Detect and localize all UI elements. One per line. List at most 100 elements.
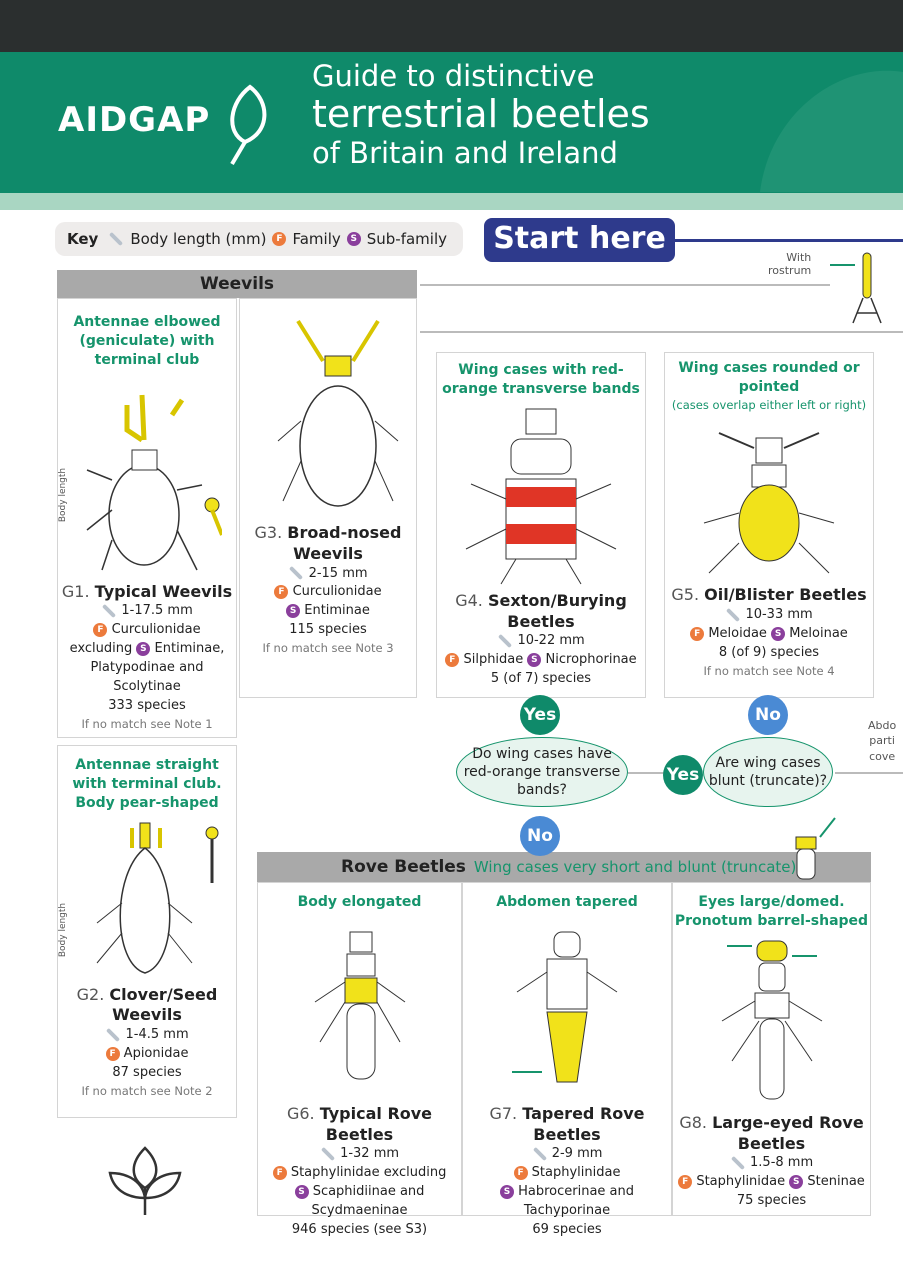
rostrum-illustration [830, 252, 882, 324]
g6-question: Body elongated [297, 894, 422, 910]
key-body-length: Body length (mm) [130, 230, 267, 248]
g1-question: Antennae elbowed (geniculate) with termi… [73, 314, 221, 368]
g4-name: Sexton/Burying Beetles [487, 590, 627, 631]
g1-family: Curculionidae [111, 622, 201, 638]
subfamily-badge-icon: S [286, 603, 301, 618]
no-to-rove[interactable]: No [520, 816, 560, 856]
g2-species: 87 species [112, 1064, 182, 1080]
side-cut-3: cove [869, 749, 896, 763]
g5-species: 8 (of 9) species [718, 644, 820, 660]
ruler-icon [498, 633, 513, 648]
key-subfamily: Sub-family [366, 230, 448, 248]
family-badge-icon: F [513, 1165, 528, 1180]
g3-name: Broad-nosed Weevils [287, 523, 402, 563]
yes-to-g4[interactable]: Yes [520, 695, 560, 735]
arrow-from-right [835, 772, 903, 774]
ruler-icon [106, 1027, 121, 1042]
g5-name: Oil/Blister Beetles [704, 585, 867, 605]
title-line-2: terrestrial beetles [312, 92, 650, 137]
g3-species: 115 species [289, 622, 367, 638]
card-g7[interactable]: Abdomen tapered G7. Tapered Rove Beetles… [462, 882, 672, 1237]
g6-family: Staphylinidae excluding [290, 1165, 447, 1181]
ruler-icon [726, 607, 741, 622]
g4-question: Wing cases with red-orange transverse ba… [442, 362, 640, 397]
g6-subfamily: Scaphidiinae and Scydmaeninae [311, 1184, 425, 1219]
g2-family: Apionidae [123, 1046, 189, 1062]
g6-name: Typical Rove Beetles [319, 1103, 433, 1144]
card-g8[interactable]: Eyes large/domed. Pronotum barrel-shaped… [672, 882, 871, 1216]
g3-length: 2-15 mm [308, 565, 368, 581]
weevils-heading: Weevils [57, 270, 417, 298]
yes-to-bands-question[interactable]: Yes [663, 755, 703, 795]
ruler-icon [730, 1155, 745, 1170]
rove-title: Rove Beetles [341, 857, 466, 877]
watermark-leaf-icon [760, 70, 903, 193]
g5-code: G5. [671, 585, 700, 605]
broad-nosed-weevil-illustration [277, 319, 399, 507]
title-line-1: Guide to distinctive [312, 59, 595, 93]
g2-name: Clover/Seed Weevils [109, 984, 218, 1025]
card-g6[interactable]: Body elongated G6. Typical Rove Beetles … [257, 882, 462, 1237]
g4-subfamily: Nicrophorinae [545, 652, 637, 668]
family-badge-icon: F [105, 1046, 120, 1061]
card-g2[interactable]: Antennae straight with terminal club. Bo… [57, 745, 237, 1118]
g8-family: Staphylinidae [696, 1174, 786, 1190]
g2-length: 1-4.5 mm [125, 1027, 189, 1043]
card-g4[interactable]: Wing cases with red-orange transverse ba… [436, 352, 646, 698]
g1-subfamily: Entiminae, Platypodinae and Scolytinae [90, 641, 225, 694]
side-cut-1: Abdo [868, 719, 897, 732]
start-line [675, 239, 903, 242]
header-strip [0, 193, 903, 210]
typical-weevil-illustration [86, 394, 222, 571]
g3-family: Curculionidae [292, 584, 382, 600]
subfamily-badge-icon: S [771, 626, 786, 641]
rove-heading: Rove Beetles Wing cases very short and b… [257, 852, 871, 882]
card-g1[interactable]: Antennae elbowed (geniculate) with termi… [57, 298, 237, 738]
g2-note: If no match see Note 2 [81, 1083, 213, 1098]
clover-weevil-illustration [96, 822, 219, 974]
family-badge-icon: F [445, 652, 460, 667]
arrow-to-weevils-1 [420, 284, 830, 286]
subfamily-badge-icon: S [499, 1184, 514, 1199]
arrow-to-weevils-2 [420, 331, 903, 333]
top-bar [0, 0, 903, 52]
g8-code: G8. [679, 1112, 707, 1132]
g3-note: If no match see Note 3 [262, 640, 394, 655]
g1-name: Typical Weevils [94, 581, 233, 601]
g4-code: G4. [455, 590, 483, 610]
g5-note: If no match see Note 4 [703, 663, 835, 678]
g1-code: G1. [61, 581, 90, 601]
family-badge-icon: F [678, 1174, 693, 1189]
header-banner: AIDGAP Guide to distinctive terrestrial … [0, 52, 903, 193]
family-badge-icon: F [274, 584, 289, 599]
g4-length: 10-22 mm [517, 633, 585, 649]
subfamily-badge-icon: S [346, 232, 361, 246]
start-here-button[interactable]: Start here [484, 218, 675, 262]
g5-subfamily: Meloinae [789, 626, 848, 642]
no-to-g5[interactable]: No [748, 695, 788, 735]
g8-question: Eyes large/domed. Pronotum barrel-shaped [674, 894, 869, 929]
question-red-bands: Do wing cases have red-orange transverse… [456, 737, 628, 807]
subfamily-badge-icon: S [527, 652, 542, 667]
card-g3[interactable]: G3. Broad-nosed Weevils 2-15 mm F Curcul… [239, 298, 417, 698]
rostrum-label-1: With [786, 251, 812, 264]
g5-length: 10-33 mm [745, 607, 813, 623]
guide-title: Guide to distinctive terrestrial beetles… [312, 59, 650, 170]
g6-length: 1-32 mm [340, 1146, 400, 1162]
g2-body-length-label: Body length [58, 902, 69, 958]
ruler-icon [320, 1146, 336, 1162]
oil-beetle-illustration [703, 432, 835, 574]
side-cut-2: parti [869, 734, 895, 748]
arrow-yes-left [628, 772, 668, 774]
rove-subtitle: Wing cases very short and blunt (truncat… [473, 858, 797, 876]
card-g5[interactable]: Wing cases rounded or pointed (cases ove… [664, 352, 874, 698]
g5-question-sub: (cases overlap either left or right) [671, 397, 867, 412]
aidgap-logo: AIDGAP [58, 100, 211, 140]
leaves-footer-icon [108, 1146, 182, 1215]
sexton-beetle-illustration [465, 408, 617, 585]
subfamily-badge-icon: S [136, 641, 151, 656]
g7-question: Abdomen tapered [496, 894, 638, 910]
key-family: Family [292, 230, 341, 248]
